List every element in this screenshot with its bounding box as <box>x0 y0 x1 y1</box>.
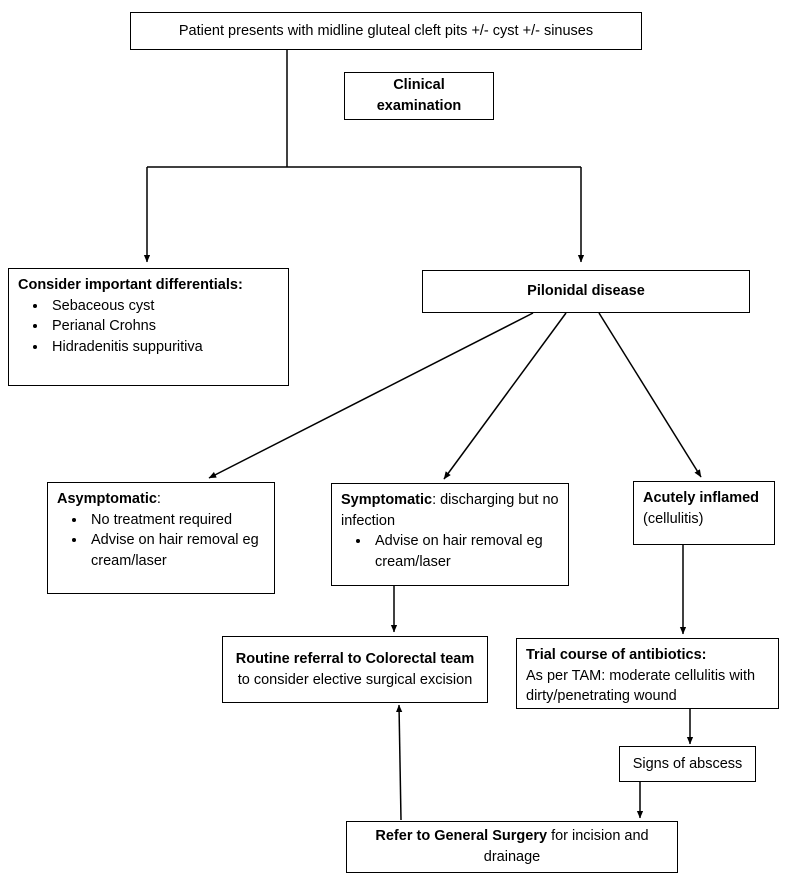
refer-general-surgery-text: Refer to General Surgery for incision an… <box>375 828 649 865</box>
clinical-examination-line1: Clinical <box>393 77 445 94</box>
node-presentation[interactable]: Patient presents with midline gluteal cl… <box>130 12 642 50</box>
acutely-inflamed-line2: (cellulitis) <box>643 510 704 527</box>
asymptomatic-list: No treatment required Advise on hair rem… <box>57 510 265 572</box>
list-item: No treatment required <box>87 510 265 531</box>
node-pilonidal-disease[interactable]: Pilonidal disease <box>422 270 750 313</box>
node-acutely-inflamed[interactable]: Acutely inflamed (cellulitis) <box>633 481 775 545</box>
list-item: Sebaceous cyst <box>48 296 279 317</box>
pilonidal-disease-text: Pilonidal disease <box>527 283 645 300</box>
symptomatic-list: Advise on hair removal eg cream/laser <box>341 531 559 572</box>
connector-pilonidal-to-acutely-inflamed <box>598 312 702 478</box>
connector-pilonidal-to-symptomatic <box>443 312 567 480</box>
routine-referral-line1: Routine referral to Colorectal team <box>235 650 475 667</box>
node-refer-general-surgery[interactable]: Refer to General Surgery for incision an… <box>346 821 678 873</box>
differentials-list: Sebaceous cyst Perianal Crohns Hidradeni… <box>18 296 279 358</box>
antibiotics-heading: Trial course of antibiotics: <box>526 647 707 663</box>
acutely-inflamed-heading: Acutely inflamed <box>643 490 760 506</box>
node-routine-referral[interactable]: Routine referral to Colorectal team to c… <box>222 636 488 703</box>
node-differentials[interactable]: Consider important differentials: Sebace… <box>8 268 289 386</box>
routine-referral-line2: to consider elective surgical excision <box>237 671 473 688</box>
node-asymptomatic[interactable]: Asymptomatic: No treatment required Advi… <box>47 482 275 594</box>
differentials-heading: Consider important differentials: <box>18 277 243 293</box>
list-item: Perianal Crohns <box>48 316 279 337</box>
connector-refer-to-routine-referral <box>395 704 403 821</box>
list-item: Advise on hair removal eg cream/laser <box>87 530 265 571</box>
asymptomatic-heading: Asymptomatic: <box>57 491 161 507</box>
list-item: Advise on hair removal eg cream/laser <box>371 531 559 572</box>
list-item: Hidradenitis suppuritiva <box>48 337 279 358</box>
presentation-text: Patient presents with midline gluteal cl… <box>178 22 594 39</box>
node-symptomatic[interactable]: Symptomatic: discharging but no infectio… <box>331 483 569 586</box>
node-clinical-examination[interactable]: Clinical examination <box>344 72 494 120</box>
node-signs-of-abscess[interactable]: Signs of abscess <box>619 746 756 782</box>
antibiotics-line2: As per TAM: moderate cellulitis with dir… <box>526 667 756 705</box>
symptomatic-heading: Symptomatic: discharging but no infectio… <box>341 492 559 529</box>
clinical-examination-line2: examination <box>376 98 462 114</box>
node-antibiotics[interactable]: Trial course of antibiotics: As per TAM:… <box>516 638 779 709</box>
signs-of-abscess-text: Signs of abscess <box>632 755 743 772</box>
